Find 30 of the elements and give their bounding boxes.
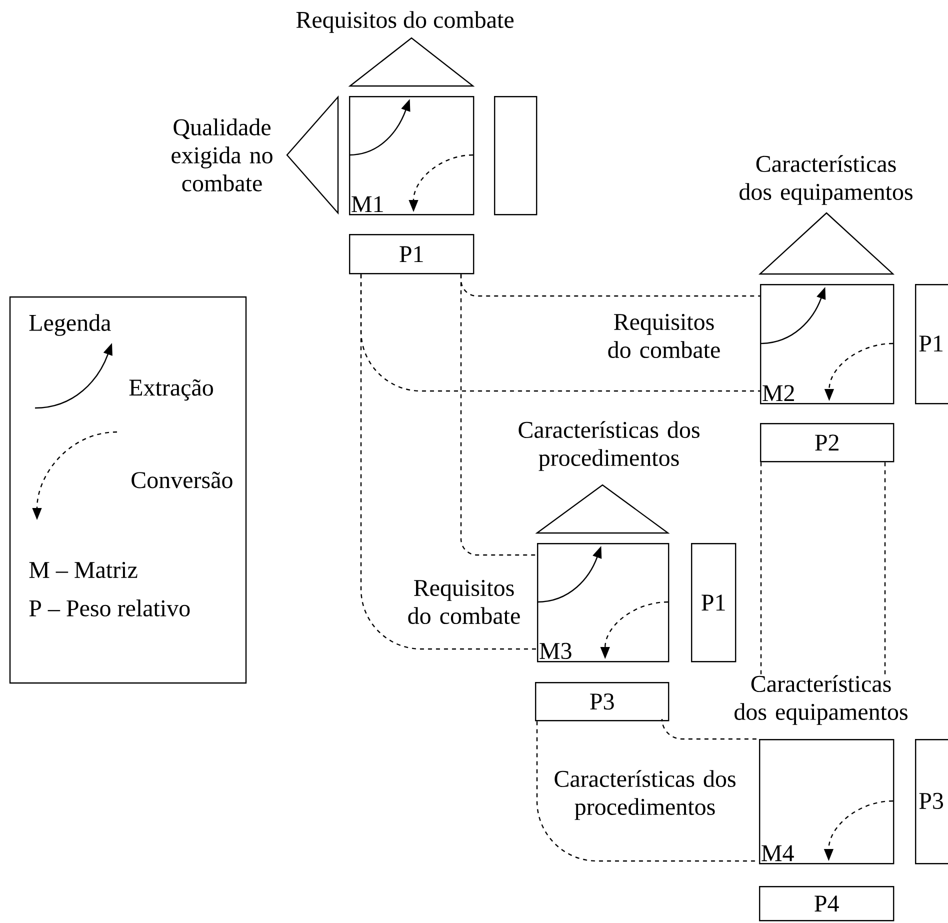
legend-text: P – Peso relativo (29, 600, 190, 616)
heading: Características dos procedimentos (518, 421, 700, 471)
connector-line (884, 462, 886, 674)
matrix-drawing: M2 (760, 284, 894, 404)
connector-line (760, 462, 762, 674)
heading: Qualidade exigida no combate (172, 118, 272, 192)
row-heading: Características dos procedimentos (554, 770, 736, 820)
connector-line (360, 274, 537, 650)
matrix-drawing: M1 (348, 96, 474, 216)
connector-line (460, 274, 537, 556)
weight-box: P2 (760, 423, 894, 462)
heading: Requisitos do combate (296, 11, 514, 33)
heading: Características dos equipamentos (740, 155, 912, 205)
row-heading: Requisitos do combate (408, 580, 520, 624)
box (494, 96, 538, 216)
matrix-drawing: M4 (759, 739, 894, 864)
legend-title: Legenda (29, 314, 111, 336)
legend-text: M – Matriz (29, 562, 138, 578)
box: P1 (915, 284, 948, 404)
legend-text: Conversão (132, 472, 232, 488)
row-heading: Requisitos do combate (608, 314, 720, 358)
weight-box: P1 (349, 234, 474, 274)
matrix-drawing: M3 (536, 543, 670, 662)
weight-box: P3 (535, 682, 670, 722)
weight-box: P4 (759, 886, 894, 922)
box: P3 (915, 739, 948, 864)
legend-text: Extração (129, 379, 213, 401)
weight-box: P1 (691, 543, 736, 662)
heading: Características dos equipamentos (734, 675, 908, 725)
connector-line (661, 718, 759, 740)
